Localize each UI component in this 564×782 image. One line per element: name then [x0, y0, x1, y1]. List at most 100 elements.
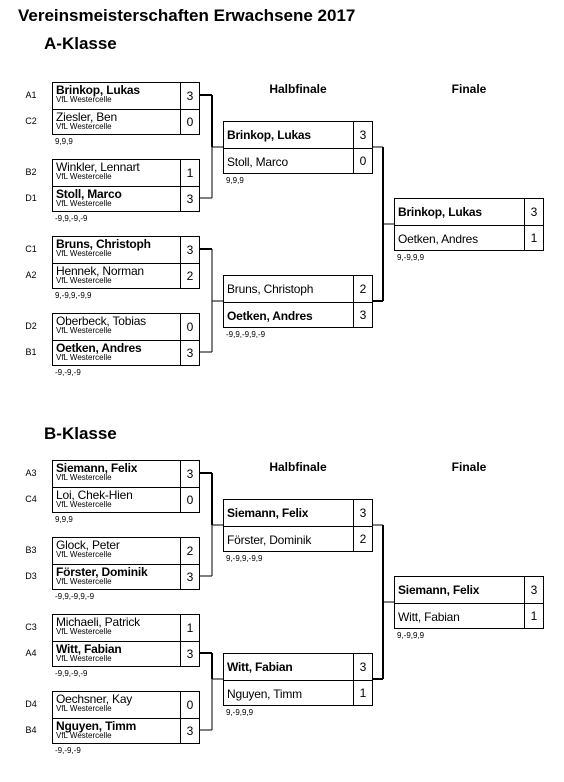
player-score: 0	[353, 149, 372, 173]
player-score: 1	[524, 226, 543, 250]
match-result: -9,9,-9,-9	[55, 669, 88, 678]
semifinal-header: Halbfinale	[269, 82, 327, 96]
seed-label: C4	[25, 494, 37, 504]
final-header: Finale	[451, 460, 487, 474]
player-name: Winkler, Lennart	[56, 160, 140, 174]
player-name: Witt, Fabian	[398, 610, 460, 624]
seed-label: B2	[25, 167, 37, 177]
player-name: Ziesler, Ben	[56, 110, 117, 124]
match-result: 9,9,9	[55, 515, 73, 524]
club-name: VfL Westercelle	[56, 199, 112, 208]
player-name: Hennek, Norman	[56, 264, 144, 278]
class-title: A-Klasse	[44, 34, 117, 53]
player-name: Siemann, Felix	[227, 506, 309, 520]
player-name: Bruns, Christoph	[56, 237, 151, 251]
player-score: 3	[180, 461, 199, 487]
player-name: Oetken, Andres	[227, 309, 313, 323]
player-name: Michaeli, Patrick	[56, 615, 140, 629]
player-score: 2	[353, 276, 372, 302]
player-row: Brinkop, Lukas 3	[224, 122, 372, 148]
club-name: VfL Westercelle	[56, 704, 112, 713]
player-score: 3	[353, 122, 372, 148]
player-score: 0	[180, 110, 199, 134]
player-name: Oberbeck, Tobias	[56, 314, 146, 328]
club-name: VfL Westercelle	[56, 731, 112, 740]
player-name: Loi, Chek-Hien	[56, 488, 133, 502]
seed-label: A4	[25, 648, 37, 658]
seed-label: C2	[25, 116, 37, 126]
club-name: VfL Westercelle	[56, 249, 112, 258]
player-row: Oetken, Andres 3	[224, 302, 372, 327]
player-name: Siemann, Felix	[398, 583, 480, 597]
club-name: VfL Westercelle	[56, 500, 112, 509]
match-result: 9,-9,9,-9,9	[55, 291, 92, 300]
club-name: VfL Westercelle	[56, 577, 112, 586]
player-name: Witt, Fabian	[227, 660, 293, 674]
match-result: 9,-9,9,9	[226, 708, 254, 717]
player-score: 3	[180, 642, 199, 666]
player-score: 1	[180, 615, 199, 641]
player-name: Oechsner, Kay	[56, 692, 133, 706]
match-result: -9,9,-9,9,-9	[55, 592, 95, 601]
class-title: B-Klasse	[44, 424, 117, 443]
match-result: -9,9,-9,-9	[55, 214, 88, 223]
club-name: VfL Westercelle	[56, 95, 112, 104]
player-score: 0	[180, 488, 199, 512]
player-name: Brinkop, Lukas	[227, 128, 311, 142]
seed-label: A1	[25, 90, 37, 100]
player-name: Nguyen, Timm	[56, 719, 137, 733]
club-name: VfL Westercelle	[56, 276, 112, 285]
seed-label: A2	[25, 270, 37, 280]
player-score: 0	[180, 314, 199, 340]
player-name: Nguyen, Timm	[227, 687, 302, 701]
player-score: 3	[524, 577, 543, 603]
seed-label: C3	[25, 622, 37, 632]
player-score: 3	[180, 341, 199, 365]
club-name: VfL Westercelle	[56, 353, 112, 362]
player-score: 0	[180, 692, 199, 718]
player-name: Bruns, Christoph	[227, 282, 314, 296]
seed-label: C1	[25, 244, 37, 254]
player-row: Siemann, Felix 3	[395, 577, 543, 603]
player-score: 3	[353, 303, 372, 327]
player-score: 3	[180, 719, 199, 743]
seed-label: B1	[25, 347, 37, 357]
seed-label: D4	[25, 699, 37, 709]
club-name: VfL Westercelle	[56, 627, 112, 636]
player-name: Förster, Dominik	[227, 533, 312, 547]
club-name: VfL Westercelle	[56, 122, 112, 131]
player-score: 3	[524, 199, 543, 225]
player-name: Förster, Dominik	[56, 565, 148, 579]
player-name: Witt, Fabian	[56, 642, 122, 656]
page-title: Vereinsmeisterschaften Erwachsene 2017	[18, 6, 356, 25]
club-name: VfL Westercelle	[56, 654, 112, 663]
player-score: 3	[180, 565, 199, 589]
player-name: Oetken, Andres	[56, 341, 142, 355]
seed-label: A3	[25, 468, 37, 478]
player-score: 2	[180, 264, 199, 288]
